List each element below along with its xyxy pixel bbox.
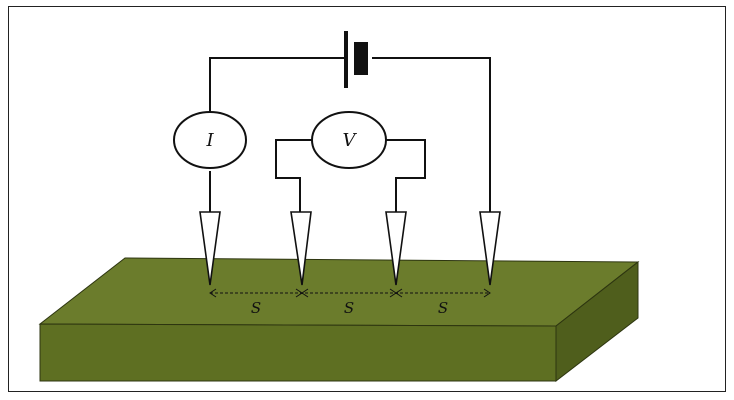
probe-tip-icon xyxy=(290,211,312,286)
current-circuit-wire xyxy=(209,57,491,212)
probe-2 xyxy=(290,211,312,286)
probe-tip-icon xyxy=(199,211,221,286)
battery-icon xyxy=(344,31,368,88)
voltage-meter-label: V xyxy=(343,130,358,151)
ammeter-icon: I xyxy=(173,111,247,169)
spacing-label-2: S xyxy=(344,299,354,317)
spacing-label-1: S xyxy=(251,299,261,317)
spacing-label-3: S xyxy=(438,299,448,317)
current-meter-label: I xyxy=(205,130,214,151)
sample-top-face xyxy=(38,257,640,327)
sample-block xyxy=(38,257,640,383)
voltage-circuit-wire xyxy=(275,139,426,212)
probe-1 xyxy=(199,211,221,286)
sample-side-face xyxy=(555,260,639,383)
probe-tip-icon xyxy=(385,211,407,286)
probe-4 xyxy=(479,211,501,286)
spacing-dimension xyxy=(209,288,491,298)
probe-3 xyxy=(385,211,407,286)
sample-front-face xyxy=(39,323,557,382)
probe-tip-icon xyxy=(479,211,501,286)
voltmeter-icon: V xyxy=(311,111,387,169)
